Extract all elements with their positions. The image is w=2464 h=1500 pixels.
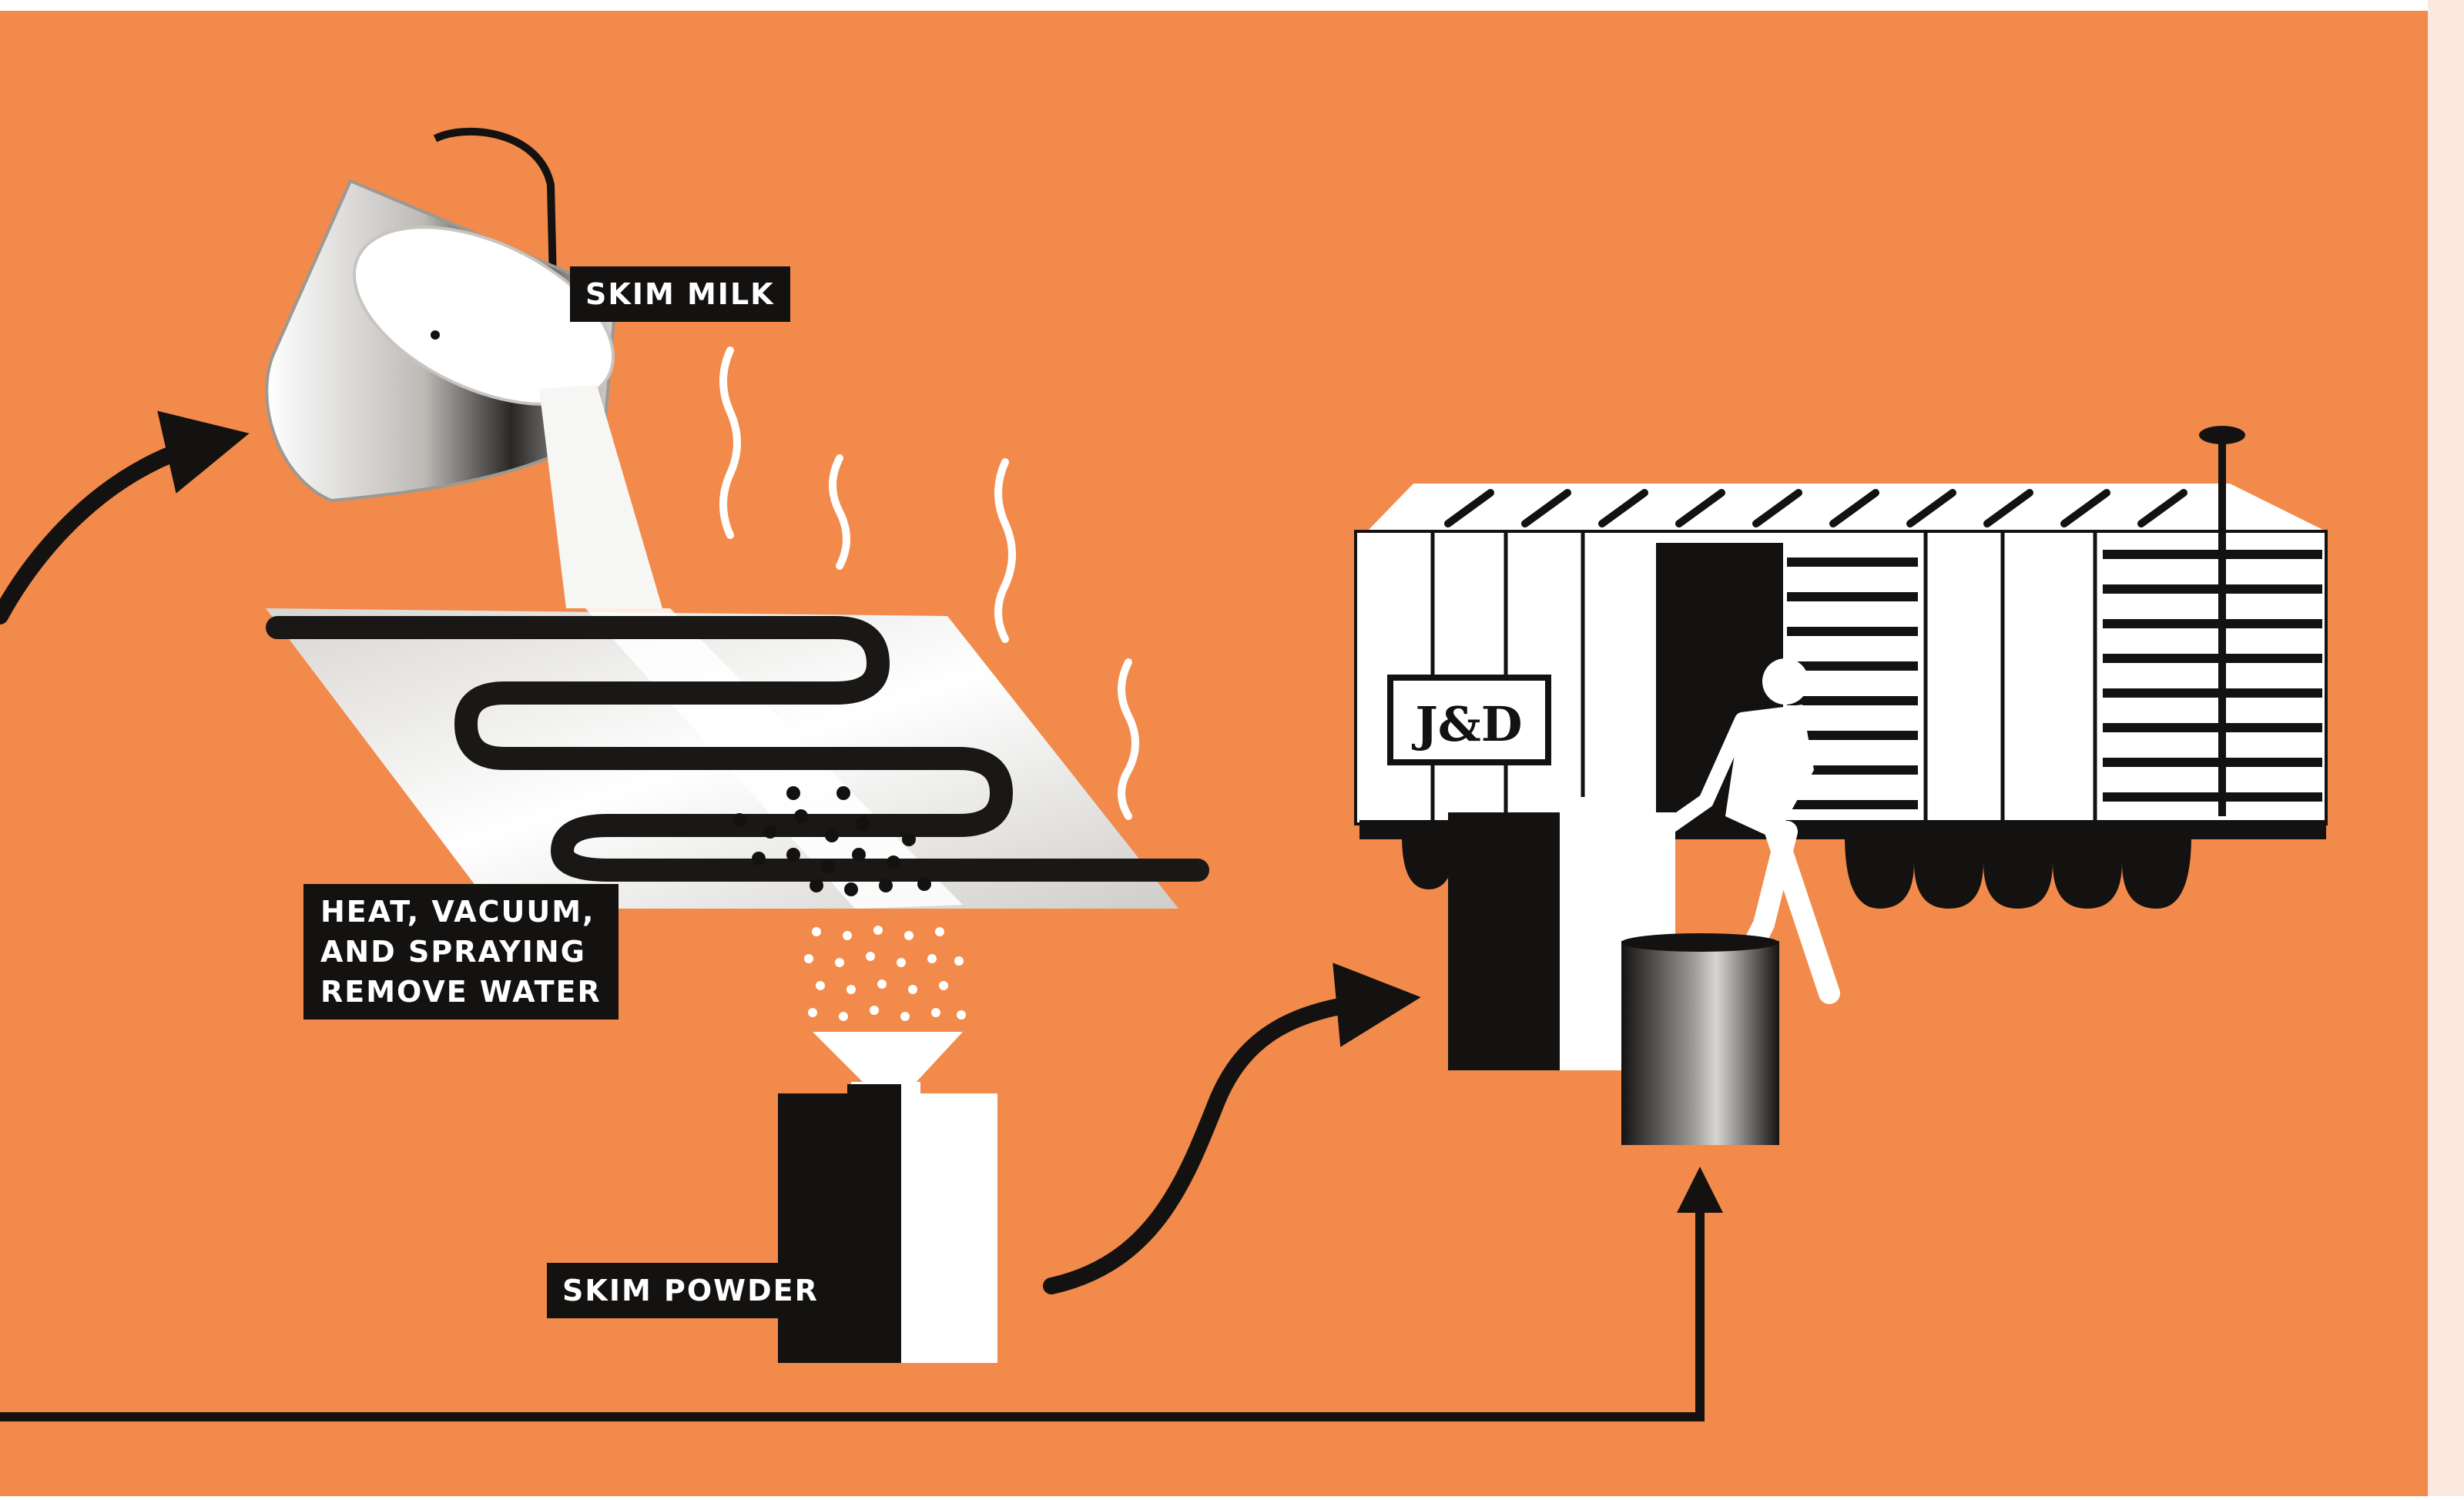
powder-bag-icon [778,1084,997,1363]
heat-vacuum-spraying-label: HEAT, VACUUM, AND SPRAYING REMOVE WATER [303,884,619,1020]
skim-milk-label: SKIM MILK [570,266,790,322]
top-edge [0,0,2464,11]
barrel-icon [1621,933,1779,1145]
skim-powder-label: SKIM POWDER [547,1263,834,1318]
boxcar-mark: J&D [1411,696,1522,752]
right-edge [2428,0,2464,1496]
